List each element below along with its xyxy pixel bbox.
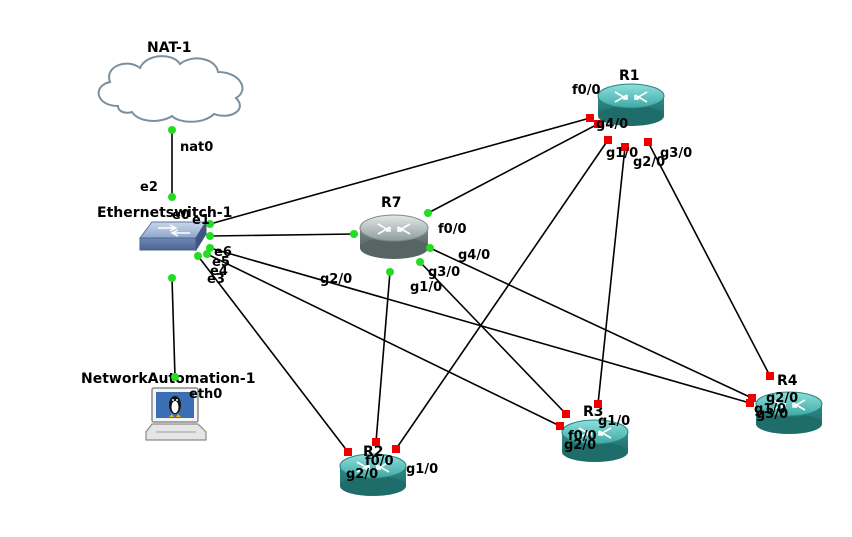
node-label-nat: NAT-1 xyxy=(147,40,192,56)
port-up-marker xyxy=(386,268,394,276)
port-label: g3/0 xyxy=(756,407,788,422)
port-label: e5 xyxy=(212,255,230,270)
port-down-marker xyxy=(644,138,652,146)
port-label: e0 xyxy=(172,208,190,223)
port-label: g2/0 xyxy=(346,467,378,482)
node-label-na: NetworkAutomation-1 xyxy=(81,371,255,387)
port-label: f0/0 xyxy=(365,454,394,469)
link-r7-r4[interactable] xyxy=(429,247,753,399)
link-switch-na[interactable] xyxy=(171,277,176,378)
cloud-icon xyxy=(97,55,244,123)
link-r7-r2[interactable] xyxy=(375,271,391,443)
port-label: f0/0 xyxy=(438,222,467,237)
port-label: nat0 xyxy=(180,140,213,155)
port-labels: nat0 e2 e0 e1 e6 e5 e4 e3 eth0 f0/0 g4/0… xyxy=(140,83,798,482)
port-label: g1/0 xyxy=(754,402,786,417)
port-label: g3/0 xyxy=(660,146,692,161)
port-up-marker xyxy=(206,220,214,228)
router-icon xyxy=(597,83,665,126)
port-down-marker xyxy=(372,438,380,446)
router-icon xyxy=(561,419,629,462)
port-label: e6 xyxy=(214,245,232,260)
port-markers xyxy=(168,114,774,456)
node-r2[interactable]: R2 xyxy=(339,444,407,496)
port-down-marker xyxy=(586,114,594,122)
port-down-marker xyxy=(621,143,629,151)
port-up-marker xyxy=(168,274,176,282)
port-label: e1 xyxy=(192,213,210,228)
port-down-marker xyxy=(748,394,756,402)
node-nat[interactable]: NAT-1 xyxy=(97,40,244,123)
port-down-marker xyxy=(746,399,754,407)
router-icon xyxy=(339,453,407,496)
link-r1-r4[interactable] xyxy=(647,141,771,377)
port-label: g4/0 xyxy=(596,117,628,132)
port-label: g2/0 xyxy=(633,155,665,170)
port-label: eth0 xyxy=(189,387,222,402)
port-up-marker xyxy=(426,244,434,252)
node-r4[interactable]: R4 xyxy=(755,373,823,434)
port-up-marker xyxy=(206,244,214,252)
port-label: g4/0 xyxy=(458,248,490,263)
link-r1-r3[interactable] xyxy=(597,146,626,405)
port-label: g1/0 xyxy=(410,280,442,295)
node-r1[interactable]: R1 xyxy=(597,68,665,126)
link-r1-r2[interactable] xyxy=(395,139,609,450)
link-r7-r3[interactable] xyxy=(419,261,567,415)
port-up-marker xyxy=(416,258,424,266)
port-down-marker xyxy=(594,400,602,408)
node-label-switch: Ethernetswitch-1 xyxy=(97,205,232,221)
port-down-marker xyxy=(562,410,570,418)
port-label: g2/0 xyxy=(320,272,352,287)
port-up-marker xyxy=(203,250,211,258)
port-up-marker xyxy=(194,252,202,260)
port-down-marker xyxy=(594,120,602,128)
link-switch-r1[interactable] xyxy=(209,117,591,225)
router-icon xyxy=(359,214,429,259)
port-up-marker xyxy=(206,232,214,240)
port-label: g3/0 xyxy=(428,265,460,280)
link-switch-r7[interactable] xyxy=(209,233,355,237)
port-up-marker xyxy=(168,126,176,134)
node-na[interactable]: NetworkAutomation-1 xyxy=(81,371,255,441)
port-down-marker xyxy=(344,448,352,456)
node-label-r1: R1 xyxy=(619,68,640,84)
link-r7-r1[interactable] xyxy=(427,123,599,214)
router-icon xyxy=(755,391,823,434)
port-down-marker xyxy=(392,445,400,453)
port-label: f0/0 xyxy=(572,83,601,98)
switch-icon xyxy=(139,220,207,252)
port-up-marker xyxy=(168,193,176,201)
node-label-r4: R4 xyxy=(777,373,798,389)
port-label: e2 xyxy=(140,180,158,195)
port-down-marker xyxy=(556,422,564,430)
port-label: g1/0 xyxy=(406,462,438,477)
linux-host-icon xyxy=(145,387,207,441)
link-switch-r2[interactable] xyxy=(197,255,349,453)
node-label-r7: R7 xyxy=(381,195,402,211)
port-up-marker xyxy=(350,230,358,238)
port-up-marker xyxy=(171,373,179,381)
port-down-marker xyxy=(604,136,612,144)
link-switch-r3[interactable] xyxy=(206,253,561,427)
port-label: e3 xyxy=(207,272,225,287)
node-r3[interactable]: R3 xyxy=(561,404,629,462)
port-label: g1/0 xyxy=(598,414,630,429)
node-switch[interactable]: Ethernetswitch-1 xyxy=(97,205,232,252)
port-label: g2/0 xyxy=(564,438,596,453)
port-up-marker xyxy=(424,209,432,217)
node-label-r2: R2 xyxy=(363,444,384,460)
port-label: g1/0 xyxy=(606,146,638,161)
links xyxy=(171,117,771,453)
port-label: e4 xyxy=(210,264,228,279)
port-label: g2/0 xyxy=(766,391,798,406)
port-down-marker xyxy=(766,372,774,380)
node-r7[interactable]: R7 xyxy=(359,195,429,259)
port-label: f0/0 xyxy=(568,429,597,444)
